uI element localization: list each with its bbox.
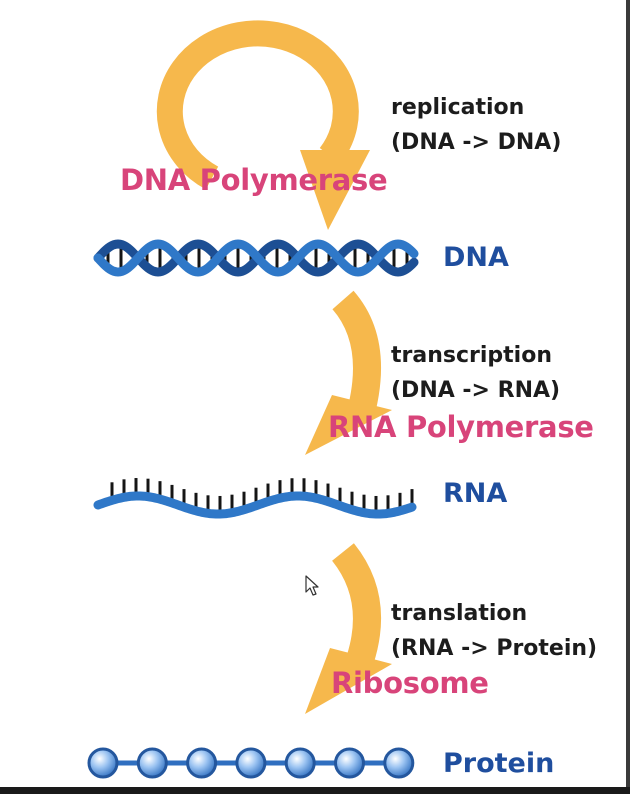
- replication-detail: (DNA -> DNA): [391, 130, 562, 155]
- amino-acid-bead: [284, 747, 316, 779]
- rna-label: RNA: [443, 478, 508, 509]
- amino-acid-bead: [136, 747, 168, 779]
- amino-acid-bead: [87, 747, 119, 779]
- amino-acid-bead: [186, 747, 218, 779]
- transcription-detail: (DNA -> RNA): [391, 378, 561, 403]
- transcription-label: transcription (DNA -> RNA): [391, 338, 560, 408]
- protein-label: Protein: [443, 748, 555, 779]
- mouse-cursor-icon: [305, 575, 319, 596]
- transcription-process: transcription: [391, 343, 552, 368]
- transcription-arrow-icon: [305, 290, 392, 455]
- replication-label: replication (DNA -> DNA): [391, 90, 561, 160]
- dna-strand-front: [93, 239, 419, 277]
- ribosome-label: Ribosome: [331, 666, 489, 700]
- translation-detail: (RNA -> Protein): [391, 636, 598, 661]
- dna-helix-icon: [93, 239, 419, 277]
- dna-label: DNA: [443, 242, 509, 273]
- replication-arrow-icon: [156, 20, 370, 230]
- window-edge: [626, 0, 630, 787]
- amino-acid-bead: [334, 747, 365, 779]
- translation-label: translation (RNA -> Protein): [391, 596, 597, 666]
- bottom-bar: [0, 787, 630, 794]
- protein-chain-icon: [87, 747, 415, 779]
- dna-polymerase-label: DNA Polymerase: [120, 163, 388, 197]
- rna-backbone: [93, 491, 417, 519]
- replication-process: replication: [391, 95, 525, 120]
- amino-acid-bead: [383, 747, 415, 779]
- translation-arrow-icon: [305, 543, 392, 714]
- amino-acid-bead: [235, 747, 267, 779]
- translation-process: translation: [391, 601, 528, 626]
- rna-strand-icon: [93, 478, 417, 519]
- rna-polymerase-label: RNA Polymerase: [328, 410, 594, 444]
